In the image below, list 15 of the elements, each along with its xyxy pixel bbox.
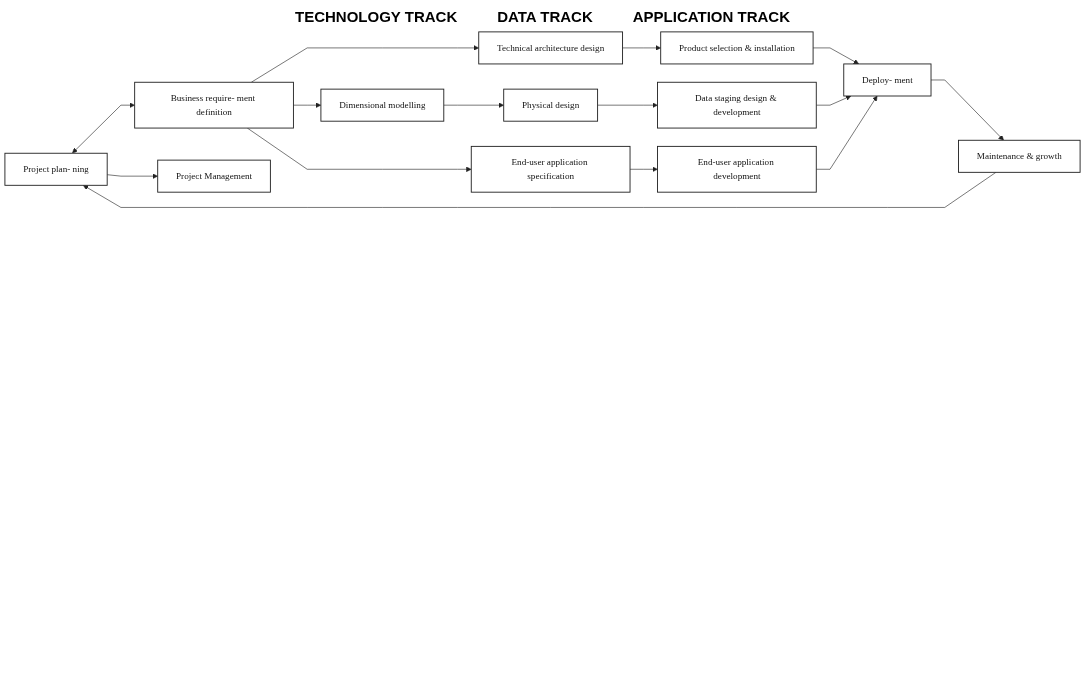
node-box: Product selection & installation <box>660 31 814 65</box>
node-box: Deploy- ment <box>843 63 932 97</box>
node-box: Technical architecture design <box>478 31 623 65</box>
track-heading: APPLICATION TRACK <box>632 8 790 25</box>
track-heading: TECHNOLOGY TRACK <box>295 8 458 25</box>
node-box: Physical design <box>503 88 599 122</box>
node-box: End-user application specification <box>470 145 631 193</box>
node-box: Data staging design & development <box>657 81 817 129</box>
track-heading: DATA TRACK <box>497 8 593 25</box>
node-box: Project plan- ning <box>4 152 108 186</box>
node-box: Business require- ment definition <box>134 81 294 129</box>
node-box: End-user application development <box>657 145 817 193</box>
node-box: Project Management <box>157 159 271 193</box>
node-box: Maintenance & growth <box>958 139 1081 173</box>
node-box: Dimensional modelling <box>320 88 445 122</box>
